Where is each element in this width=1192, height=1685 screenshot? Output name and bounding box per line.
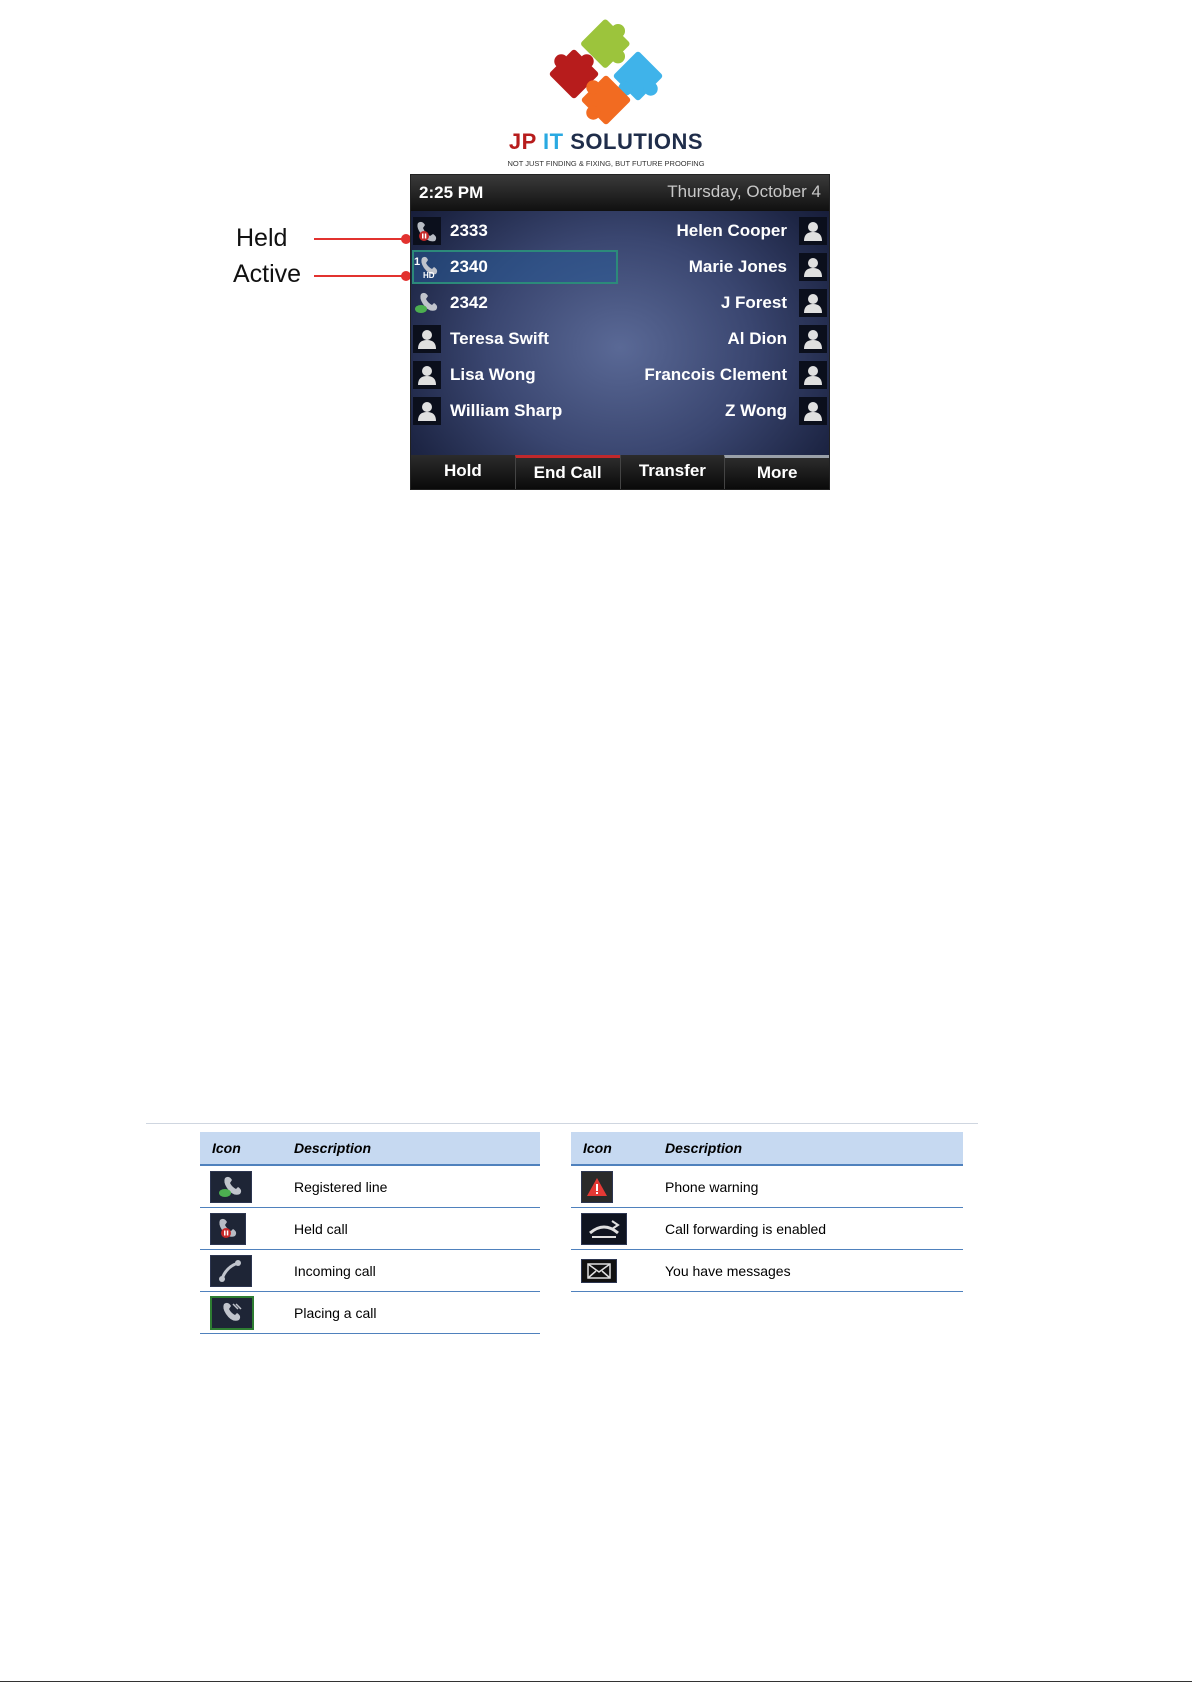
company-logo: JP IT SOLUTIONS NOT JUST FINDING & FIXIN… — [486, 18, 746, 168]
contact-name: Z Wong — [725, 401, 787, 420]
phone-date: Thursday, October 4 — [667, 182, 821, 201]
callout-held-line — [314, 238, 406, 240]
legend-row: Held call — [200, 1207, 540, 1250]
legend-description: Incoming call — [294, 1249, 540, 1292]
contact-icon — [413, 397, 441, 425]
end-call-softkey[interactable]: End Call — [514, 455, 620, 489]
page-bottom-rule — [0, 1681, 1192, 1682]
contact-icon — [413, 325, 441, 353]
header-description: Description — [665, 1132, 963, 1166]
legend-description: Registered line — [294, 1165, 540, 1208]
active-call-icon: 1 HD — [413, 253, 441, 281]
logo-word-it: IT — [543, 129, 564, 154]
call-forwarding-icon — [581, 1212, 627, 1245]
logo-word-solutions: SOLUTIONS — [570, 129, 704, 154]
contact-name: William Sharp — [450, 401, 563, 420]
transfer-softkey[interactable]: Transfer — [619, 455, 725, 489]
legend-description: Placing a call — [294, 1291, 540, 1334]
hold-softkey[interactable]: Hold — [411, 455, 515, 489]
contact-icon — [799, 397, 827, 425]
line-label: 2333 — [450, 221, 488, 240]
svg-text:HD: HD — [423, 271, 435, 280]
contact-row-lisa-wong[interactable]: Lisa Wong Francois Clement — [411, 357, 829, 393]
callout-active-dot — [401, 271, 411, 281]
legend-description: You have messages — [665, 1249, 963, 1292]
callout-active-label: Active — [233, 260, 302, 288]
legend-row: You have messages — [571, 1249, 963, 1292]
line-row-2342[interactable]: 2342 J Forest — [411, 285, 829, 321]
phone-status-bar: 2:25 PM Thursday, October 4 — [411, 175, 829, 211]
contact-icon — [799, 217, 827, 245]
contact-name: J Forest — [720, 293, 787, 312]
puzzle-logo-icon — [549, 19, 663, 125]
contact-icon — [799, 253, 827, 281]
held-call-icon — [413, 217, 441, 245]
messages-icon — [581, 1258, 617, 1283]
contact-icon — [799, 289, 827, 317]
legend-row: Incoming call — [200, 1249, 540, 1292]
incoming-call-icon — [210, 1254, 252, 1287]
contact-row-teresa-swift[interactable]: Teresa Swift Al Dion — [411, 321, 829, 357]
more-softkey[interactable]: More — [724, 455, 829, 489]
callout-held-dot — [401, 234, 411, 244]
logo-word-jp: JP — [508, 129, 537, 154]
icon-legend-table-right: Icon Description Phone warning Call forw… — [571, 1132, 963, 1292]
phone-time: 2:25 PM — [419, 183, 484, 202]
line-row-2340[interactable]: 1 HD 2340 Marie Jones — [411, 249, 829, 285]
contact-row-william-sharp[interactable]: William Sharp Z Wong — [411, 393, 829, 429]
logo-tagline: NOT JUST FINDING & FIXING, BUT FUTURE PR… — [507, 159, 705, 168]
header-icon: Icon — [571, 1132, 665, 1166]
section-divider — [146, 1123, 978, 1124]
contact-icon — [799, 325, 827, 353]
held-call-icon — [210, 1212, 246, 1245]
header-description: Description — [294, 1132, 540, 1166]
line-row-2333[interactable]: 2333 Helen Cooper — [411, 213, 829, 249]
legend-description: Call forwarding is enabled — [665, 1207, 963, 1250]
contact-name: Helen Cooper — [676, 221, 787, 240]
active-line-highlight — [412, 250, 618, 284]
contact-name: Francois Clement — [644, 365, 787, 384]
placing-call-icon — [210, 1295, 254, 1330]
header-icon: Icon — [200, 1132, 294, 1166]
contact-icon — [799, 361, 827, 389]
softkey-bar: Hold End Call Transfer More — [411, 455, 829, 489]
registered-line-icon — [210, 1170, 252, 1203]
line-label: 2342 — [450, 293, 488, 312]
legend-row: Placing a call — [200, 1291, 540, 1334]
line-label: 2340 — [450, 257, 488, 276]
legend-row: Phone warning — [571, 1165, 963, 1208]
contact-icon — [413, 361, 441, 389]
legend-description: Held call — [294, 1207, 540, 1250]
contact-name: Marie Jones — [688, 257, 787, 276]
legend-description: Phone warning — [665, 1165, 963, 1208]
callout-active-line — [314, 275, 406, 277]
phone-screen: 2:25 PM Thursday, October 4 2333 Helen C… — [410, 174, 830, 490]
legend-row: Call forwarding is enabled — [571, 1207, 963, 1250]
icon-legend-table-left: Icon Description Registered line Held ca… — [200, 1132, 540, 1334]
warning-icon — [581, 1170, 613, 1203]
contact-name: Teresa Swift — [450, 329, 549, 348]
contact-name: Al Dion — [727, 329, 788, 348]
callout-held-label: Held — [236, 224, 288, 252]
logo-wordmark: JP IT SOLUTIONS — [486, 129, 726, 155]
registered-line-icon — [413, 289, 441, 317]
contact-name: Lisa Wong — [450, 365, 536, 384]
legend-row: Registered line — [200, 1165, 540, 1208]
svg-text:1: 1 — [414, 256, 420, 268]
